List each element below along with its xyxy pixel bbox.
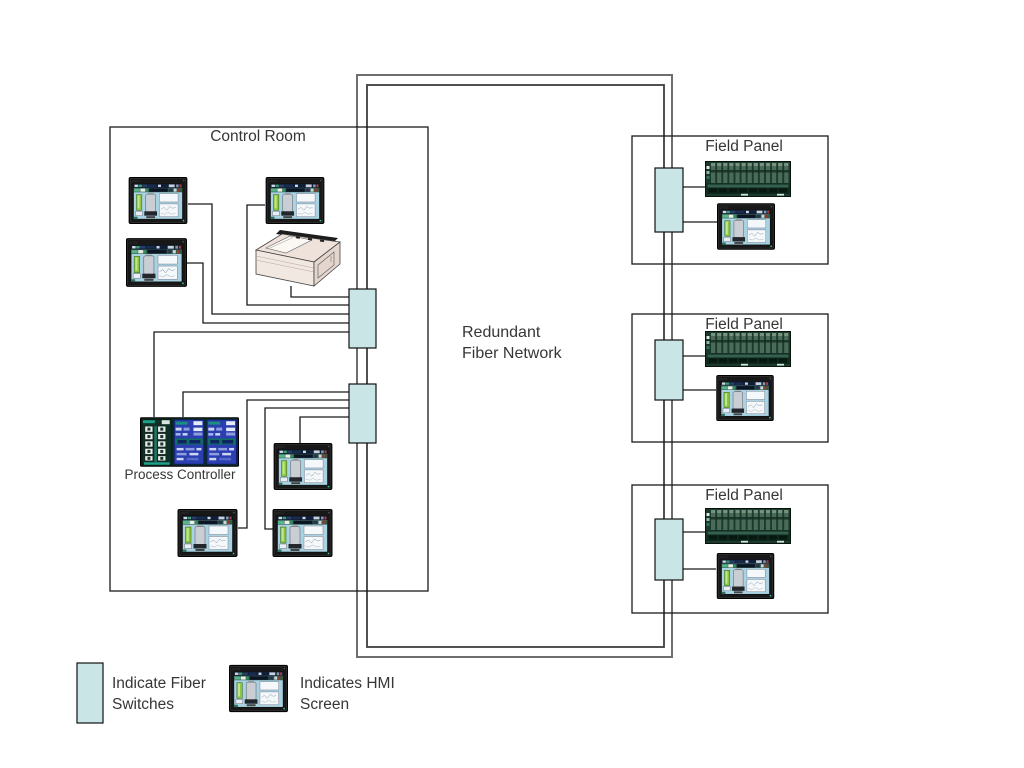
- fiber-switch-B: [348, 383, 377, 444]
- legend-hmi-label-line2: Screen: [300, 696, 349, 713]
- hmi-screen-2: [126, 238, 187, 287]
- line-hmi2-switchA: [187, 262, 349, 324]
- fiber-loop-outer: [356, 74, 673, 658]
- legend-hmi-label-line1: Indicates HMI: [300, 675, 395, 692]
- field-panel-3-box: [631, 484, 829, 614]
- network-label-line2: Fiber Network: [462, 345, 563, 362]
- printer: [255, 229, 341, 287]
- hmi-screen-1: [128, 177, 188, 224]
- legend-fiber-label-line1: Indicate Fiber: [112, 675, 206, 692]
- hmi-screen-fp3: [716, 553, 775, 599]
- control-room-box: [109, 126, 429, 592]
- hmi-screen-6: [272, 509, 333, 557]
- connection-lines: [153, 186, 717, 570]
- line-hmi6-switchB: [264, 407, 349, 530]
- line-printer-switchA: [290, 286, 349, 298]
- line-hmi1-switchA: [188, 203, 349, 315]
- hmi-screen-fp2: [716, 375, 774, 421]
- io-rack-fp2: [705, 331, 791, 367]
- line-controller-switchB: [182, 391, 349, 417]
- fiber-switch-fp1: [654, 167, 684, 233]
- fiber-switch-A: [348, 288, 377, 349]
- line-hmi5-switchB: [238, 399, 349, 529]
- field-panel-2-title: Field Panel: [705, 316, 783, 333]
- legend-fiber-label-line2: Switches: [112, 696, 174, 713]
- field-panel-2-box: [631, 313, 829, 443]
- process-controller-label: Process Controller: [124, 467, 236, 482]
- line-controller-switchA: [153, 331, 349, 417]
- hmi-screen-5: [177, 509, 238, 557]
- hmi-screen-3: [265, 177, 325, 224]
- field-panel-1-title: Field Panel: [705, 138, 783, 155]
- fiber-switch-fp3: [654, 518, 684, 581]
- io-rack-fp3: [705, 508, 791, 544]
- line-hmi3-switchA: [246, 204, 349, 306]
- legend-hmi-icon: [229, 664, 288, 713]
- line-hmi4-switchB: [299, 416, 349, 443]
- network-label-line1: Redundant: [462, 324, 541, 341]
- field-panel-1-box: [631, 135, 829, 265]
- process-controller: [140, 418, 238, 467]
- legend-fiber-switch-swatch: [76, 662, 104, 724]
- hmi-screen-4: [273, 443, 333, 490]
- control-room-title: Control Room: [210, 128, 306, 145]
- field-panel-3-title: Field Panel: [705, 487, 783, 504]
- fiber-switch-fp2: [654, 339, 684, 401]
- hmi-screen-fp1: [717, 203, 775, 250]
- fiber-loop-inner: [366, 84, 665, 648]
- io-rack-fp1: [705, 161, 791, 197]
